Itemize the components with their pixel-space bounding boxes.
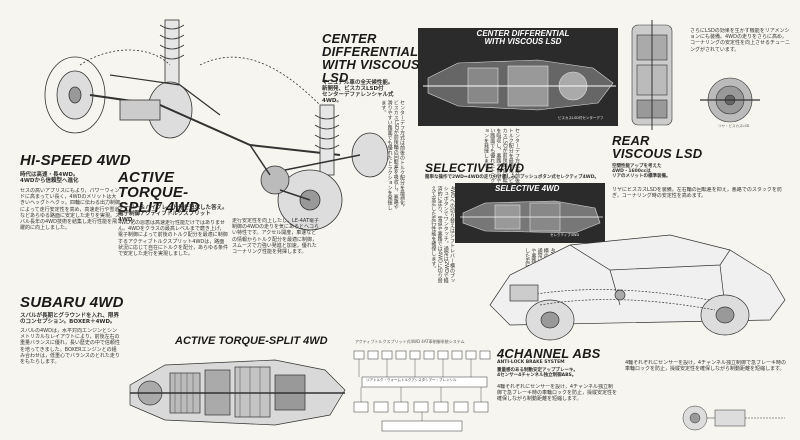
heading-center-differential: CENTER DIFFERENTIAL WITH VISCOUS LSD [322, 31, 420, 85]
heading-hispeed-4wd: HI-SPEED 4WD [20, 152, 131, 169]
heading-selective-4wd: SELECTIVE 4WD [425, 161, 525, 175]
body-far-right: さらにLSDの効果を生かす機能をリアメンションにも装備。4WDの走りをさらに高め… [690, 28, 790, 53]
body-selective: 4WDへの切り替えはシフトレバー横のプッシュボタンでワンタッチ。通常は2WDで経… [430, 186, 455, 283]
heading-active-torque-split: ACTIVE TORQUE- SPLIT 4WD [118, 169, 200, 216]
caption-center-diff-photo: ビスカスLSD付センターデフ [558, 116, 604, 120]
subhead-hispeed: 時代は高速・長4WD。 4WDから信頼型へ進化 [20, 172, 79, 185]
body-subaru: スバルの4WDは，水平対向エンジンとシンメトリカルなレイアウトにより，前後左右の… [20, 328, 120, 366]
car-abs-cutaway-illustration [470, 215, 790, 350]
subhead-center-diff: マニュアル車の全天候性能。 新開発、ビスカスLSD付 センターデファレンシャル式… [322, 80, 394, 105]
diagram-inner-label: リアトルク・ウォームトルクアシスタシアー・ブレンシル [366, 378, 457, 382]
body-hispeed: セスの高いアプリスにもより，パワーウィンドに高まってい長く，4WDのメリットは大… [20, 188, 120, 232]
body-rear: リヤにビスカスLSDを装備。左右輪の回転差を抑え，悪路でのスタックを防ぎ，コーナ… [612, 187, 782, 200]
control-system-diagram: リアトルク・ウォームトルクアシスタシアー・ブレンシル [352, 347, 497, 435]
subhead-rear-viscous: 空間性能アップを考えた 4WD・1600ccは リアのメリットの標準装備。 [612, 164, 671, 179]
selective-inner-label: セレクティブ4WD [550, 233, 580, 237]
heading-4channel-abs: 4CHANNEL ABS [497, 346, 601, 361]
subhead-selective: 簡単な操作で2WD⇔4WDの走り分け楽しみ。プッシュボタン式セレクティブ4WD。 [425, 175, 599, 180]
selective-panel-title: SELECTIVE 4WD [495, 184, 560, 193]
heading-subaru-4wd: SUBARU 4WD [20, 294, 124, 311]
drivetrain-chassis-illustration [20, 5, 390, 240]
subhead-subaru: スバルが長期とグラウンドを入れ、限界のコンセプション。BOXER＋4WD。 [20, 313, 120, 326]
body-mid-column: 走行安定性を向上したし，LE-4AT電子制御の4WDの走りを気にあるとヘコらい特… [232, 218, 320, 256]
heading-active-split-bottom: ACTIVE TORQUE-SPLIT 4WD [175, 335, 328, 347]
center-diff-panel-title: CENTER DIFFERENTIAL WITH VISCOUS LSD [476, 29, 570, 46]
body-abs-right: 4輪それぞれにセンサーを設け，4チャンネル独立制御で急ブレーキ時の車輪ロックを防… [625, 360, 786, 373]
rear-lsd-illustration [622, 20, 682, 130]
subhead-active-split: イージー＆ハイグレード化を追求した答え。 電子制御アクティブトルクスプリット4W… [118, 205, 228, 224]
selective-4wd-panel: SELECTIVE 4WD セレクティブ4WD [455, 183, 605, 243]
abs-sensor-illustration [680, 400, 790, 436]
body-center-cont: センターデフ方式は前後のトルク配分を最適化，ビスカスLSDが前後輪の回転差を吸収… [482, 128, 520, 188]
center-diff-panel: CENTER DIFFERENTIAL WITH VISCOUS LSD ビスカ… [418, 28, 618, 126]
body-abs: 4輪それぞれにセンサーを設け，4チャンネル独立制御で急ブレーキ時の車輪ロックを防… [497, 384, 617, 403]
heading-rear-viscous-lsd: REAR VISCOUS LSD [612, 133, 703, 161]
body-center-diff: センターデフ方式は前後のトルク配分を最適化，ビスカスLSDが前後輪の回転差を吸収… [380, 100, 405, 210]
caption-diagram-title: アクティブトルクスプリット式4WD 4AT車制御系統システム [355, 339, 465, 344]
caption-rear-lsd: リヤ・ビスカスLSD [718, 124, 750, 128]
rear-viscous-lsd-unit: リヤ・ビスカスLSD [700, 70, 760, 130]
body-active-split: 4WD化の恩恵は高速走行性能だけではありません。4WDをクラスの最高レベルまで磨… [118, 220, 228, 258]
subhead-abs: 重量感のある制動安定アップブレーキ。 4センサー4チャンネル独立制御ABS。 [497, 368, 578, 378]
subhead-abs-system: ANTI-LOCK BRAKE SYSTEM [497, 360, 565, 365]
transmission-cutaway-illustration [125, 345, 350, 437]
